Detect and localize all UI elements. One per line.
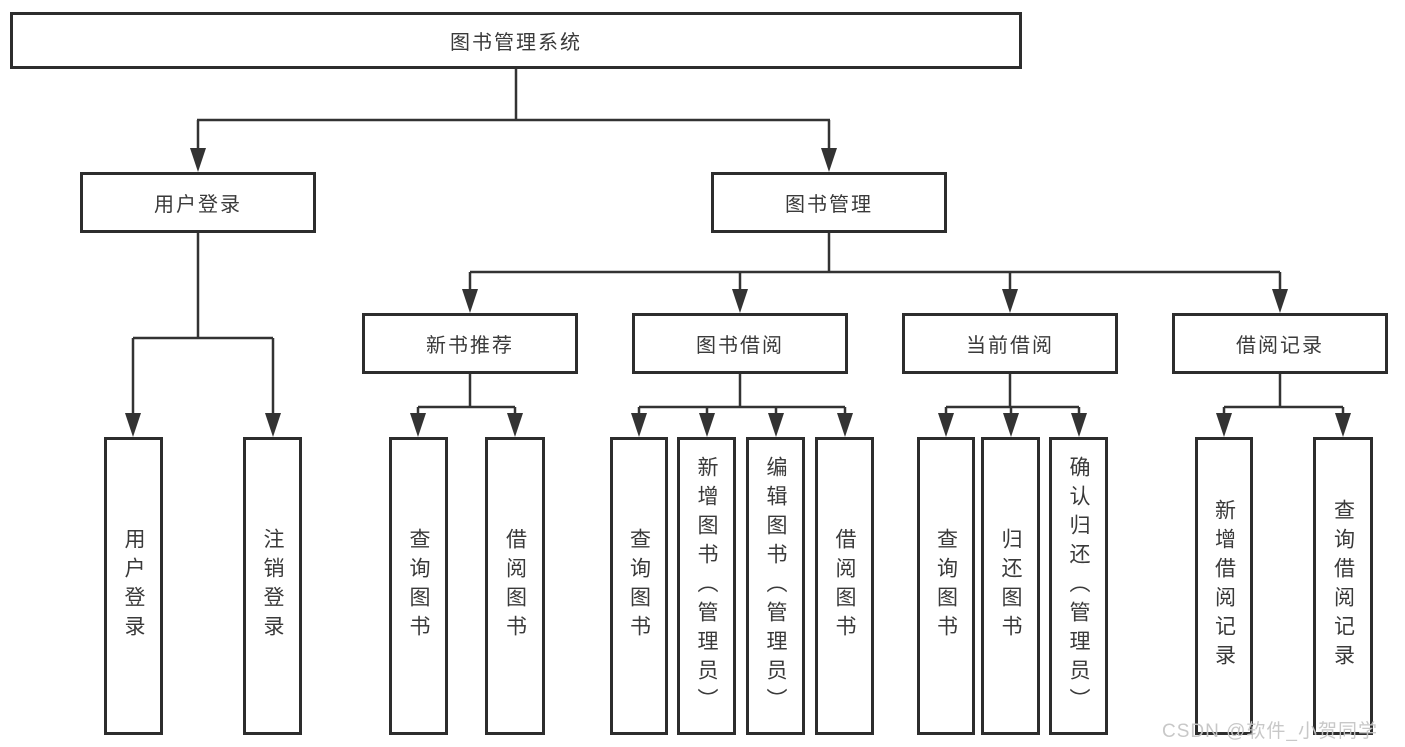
- node-book-management: 图书管理: [711, 172, 947, 233]
- node-label: 图书借阅: [696, 335, 784, 357]
- node-label: 新增借阅记录: [1212, 499, 1236, 673]
- node-label: 图书管理: [785, 194, 873, 216]
- node-label: 新书推荐: [426, 335, 514, 357]
- connector-borrowing-to-leaves: [637, 374, 847, 416]
- node-current-borrowing: 当前借阅: [902, 313, 1118, 374]
- node-label: 借阅图书: [503, 528, 527, 644]
- node-label: 归还图书: [999, 528, 1022, 644]
- node-label: 查询图书: [627, 528, 651, 644]
- node-label: 确认归还（管理员）: [1067, 455, 1090, 717]
- node-label: 查询图书: [407, 528, 430, 644]
- leaf-add-books-admin: 新增图书（管理员）: [677, 437, 736, 735]
- arrowheads: [125, 148, 1351, 437]
- leaf-logout: 注销登录: [243, 437, 302, 735]
- leaf-add-borrow-record: 新增借阅记录: [1195, 437, 1253, 735]
- leaf-return-books: 归还图书: [981, 437, 1040, 735]
- connector-root-to-level2: [196, 69, 831, 150]
- node-user-login: 用户登录: [80, 172, 316, 233]
- connector-userlogin-to-leaves: [131, 233, 275, 415]
- node-label: 新增图书（管理员）: [695, 455, 718, 717]
- node-label: 当前借阅: [966, 335, 1054, 357]
- node-label: 用户登录: [154, 194, 242, 216]
- connector-bookmgmt-to-level3: [468, 233, 1282, 291]
- leaf-borrow-books: 借阅图书: [815, 437, 874, 735]
- node-label: 编辑图书（管理员）: [764, 455, 787, 717]
- leaf-query-books-current: 查询图书: [917, 437, 975, 735]
- leaf-confirm-return-admin: 确认归还（管理员）: [1049, 437, 1108, 735]
- node-label: 图书管理系统: [450, 32, 582, 54]
- node-label: 查询借阅记录: [1331, 499, 1355, 673]
- node-book-borrowing: 图书借阅: [632, 313, 848, 374]
- leaf-query-books-borrowing: 查询图书: [610, 437, 668, 735]
- leaf-edit-books-admin: 编辑图书（管理员）: [746, 437, 805, 735]
- node-label: 注销登录: [261, 528, 284, 644]
- node-borrow-records: 借阅记录: [1172, 313, 1388, 374]
- node-label: 查询图书: [934, 528, 958, 644]
- leaf-query-borrow-record: 查询借阅记录: [1313, 437, 1373, 735]
- node-label: 借阅记录: [1236, 335, 1324, 357]
- connector-records-to-leaves: [1222, 374, 1345, 416]
- connector-newbooks-to-leaves: [416, 374, 517, 416]
- node-library-management-system: 图书管理系统: [10, 12, 1022, 69]
- node-new-book-recommend: 新书推荐: [362, 313, 578, 374]
- node-label: 用户登录: [122, 528, 145, 644]
- leaf-query-books-recommend: 查询图书: [389, 437, 448, 735]
- connector-current-to-leaves: [944, 374, 1081, 416]
- leaf-borrow-books-recommend: 借阅图书: [485, 437, 545, 735]
- csdn-watermark: CSDN @软件_小贺同学: [1162, 721, 1378, 742]
- node-label: 借阅图书: [833, 528, 856, 644]
- leaf-user-login: 用户登录: [104, 437, 163, 735]
